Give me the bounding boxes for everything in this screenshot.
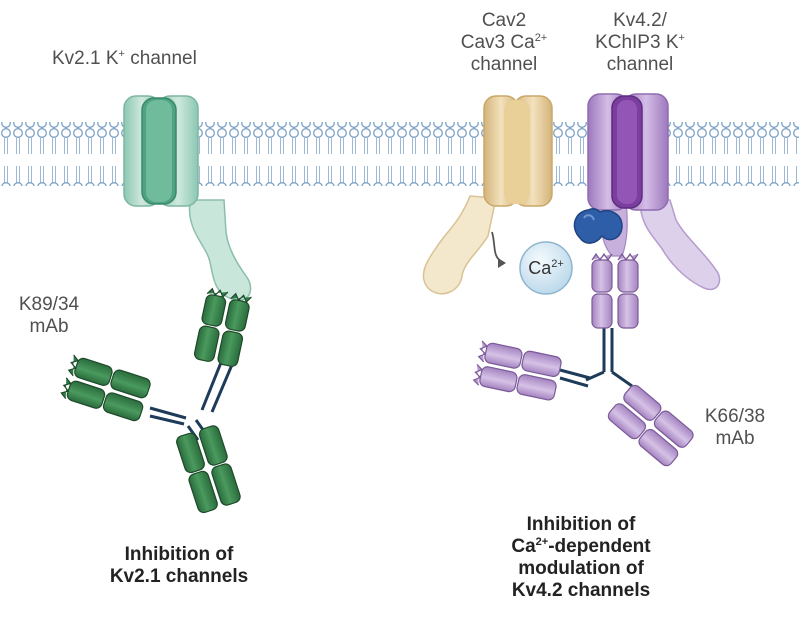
calcium-ion	[519, 241, 573, 295]
k89-34-mab-label: K89/34 mAb	[18, 294, 80, 337]
lipid-bilayer	[0, 122, 799, 186]
calcium-ion-label: Ca2+	[528, 258, 564, 278]
caption-left: Inhibition of Kv2.1 channels	[109, 544, 249, 587]
caption-right: Inhibition of Ca2+-dependent modulation …	[511, 514, 651, 601]
kv21-channel	[123, 95, 252, 301]
cav-channel	[422, 95, 553, 295]
k66-38-mab-label: K66/38 mAb	[704, 406, 766, 449]
antibody-k89-34	[60, 287, 252, 514]
kchip3-subunit	[573, 207, 623, 244]
cav-channel-label: Cav2 Cav3 Ca2+ channel	[460, 10, 548, 75]
antibody-k66-38	[472, 252, 694, 467]
kv42-channel-label: Kv4.2/ KChIP3 K+ channel	[595, 10, 685, 75]
kv21-channel-label: Kv2.1 K+ channel	[52, 48, 197, 69]
